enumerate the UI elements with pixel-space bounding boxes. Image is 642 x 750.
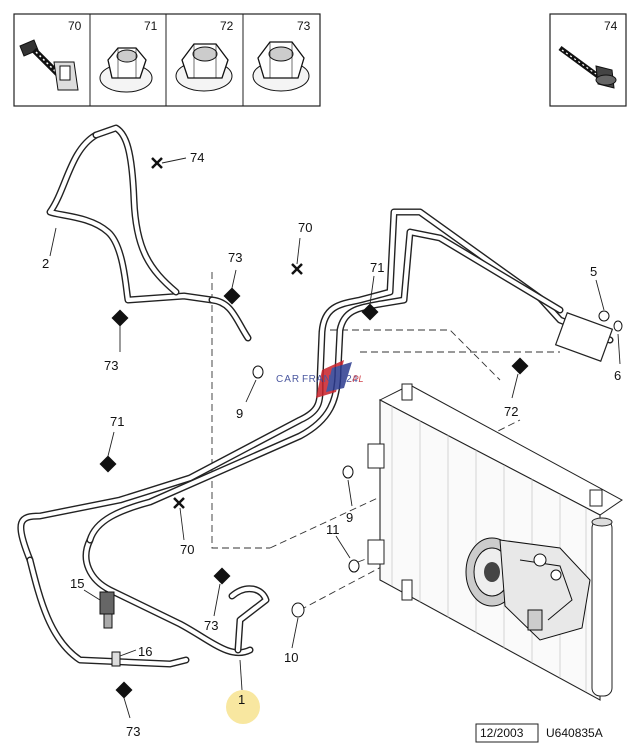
watermark: CAR FRANCE24 .PL [276, 360, 364, 398]
marker-x-70-left [173, 497, 185, 509]
footer-date-box [475, 723, 539, 743]
part-71-number: 71 [144, 19, 158, 33]
marker-73-top [223, 287, 241, 305]
seal-5 [598, 310, 610, 322]
callout-11[interactable]: 11 [326, 522, 340, 537]
part-74-box-frame [549, 13, 627, 107]
pressure-sensor-15 [99, 591, 115, 629]
marker-73-bottom [213, 567, 231, 585]
marker-72 [511, 357, 529, 375]
marker-73-lower [115, 681, 133, 699]
watermark-text-pl: .PL [350, 374, 364, 384]
footer-date: 12/2003 [480, 726, 524, 740]
callout-2[interactable]: 2 [42, 256, 49, 271]
callout-73-bottom[interactable]: 73 [204, 618, 218, 633]
part-72-number: 72 [220, 19, 234, 33]
fastener-markers [99, 157, 623, 699]
seal-6 [613, 320, 623, 332]
part-70-number: 70 [68, 19, 82, 33]
seal-9-top [252, 365, 264, 379]
highlight-circle [226, 690, 260, 724]
seal-11 [348, 559, 360, 573]
hex-flange-nut-icon [99, 47, 153, 93]
callout-72[interactable]: 72 [504, 404, 518, 419]
callout-70-top[interactable]: 70 [298, 220, 312, 235]
callout-16[interactable]: 16 [138, 644, 152, 659]
hex-flange-nut-icon [175, 43, 233, 92]
marker-x-70-top [291, 263, 303, 275]
seal-10 [291, 602, 305, 618]
part-72-box[interactable]: 72 [175, 19, 234, 92]
hex-flange-nut-icon [252, 41, 310, 92]
part-74-box[interactable]: 74 [558, 19, 618, 89]
part-74-number: 74 [604, 19, 618, 33]
seal-9-right [342, 465, 354, 479]
callout-labels: 74 2 73 70 71 5 73 9 6 72 71 9 70 11 15 … [42, 150, 621, 739]
marker-x-74 [151, 157, 163, 169]
marker-73-left [111, 309, 129, 327]
callout-73-lower[interactable]: 73 [126, 724, 140, 739]
callout-73-top[interactable]: 73 [228, 250, 242, 265]
footer-code: U640835A [546, 726, 603, 740]
watermark-text-france24: FRANCE24 [302, 374, 358, 385]
callout-9-right[interactable]: 9 [346, 510, 353, 525]
parts-box-group: 70 71 72 [13, 13, 627, 107]
callout-71-top[interactable]: 71 [370, 260, 384, 275]
callout-10[interactable]: 10 [284, 650, 298, 665]
part-73-number: 73 [297, 19, 311, 33]
marker-71-left [99, 455, 117, 473]
callout-15[interactable]: 15 [70, 576, 84, 591]
callout-9-top[interactable]: 9 [236, 406, 243, 421]
leader-lines [49, 157, 621, 719]
callout-70-left[interactable]: 70 [180, 542, 194, 557]
valve-16 [111, 651, 121, 667]
footer: 12/2003 U640835A [475, 723, 603, 743]
callout-1[interactable]: 1 [238, 692, 245, 707]
marker-71-top [361, 303, 379, 321]
watermark-text-car: CAR [276, 374, 300, 385]
part-70-box[interactable]: 70 [19, 19, 82, 91]
callout-74[interactable]: 74 [190, 150, 204, 165]
callout-71-left[interactable]: 71 [110, 414, 124, 429]
callout-5[interactable]: 5 [590, 264, 597, 279]
callout-6[interactable]: 6 [614, 368, 621, 383]
screw-with-clip-icon [19, 39, 79, 91]
part-73-box[interactable]: 73 [252, 19, 311, 92]
part-71-box[interactable]: 71 [99, 19, 158, 93]
callout-73-left[interactable]: 73 [104, 358, 118, 373]
self-tapping-screw-icon [558, 45, 617, 89]
compressor [465, 537, 591, 641]
